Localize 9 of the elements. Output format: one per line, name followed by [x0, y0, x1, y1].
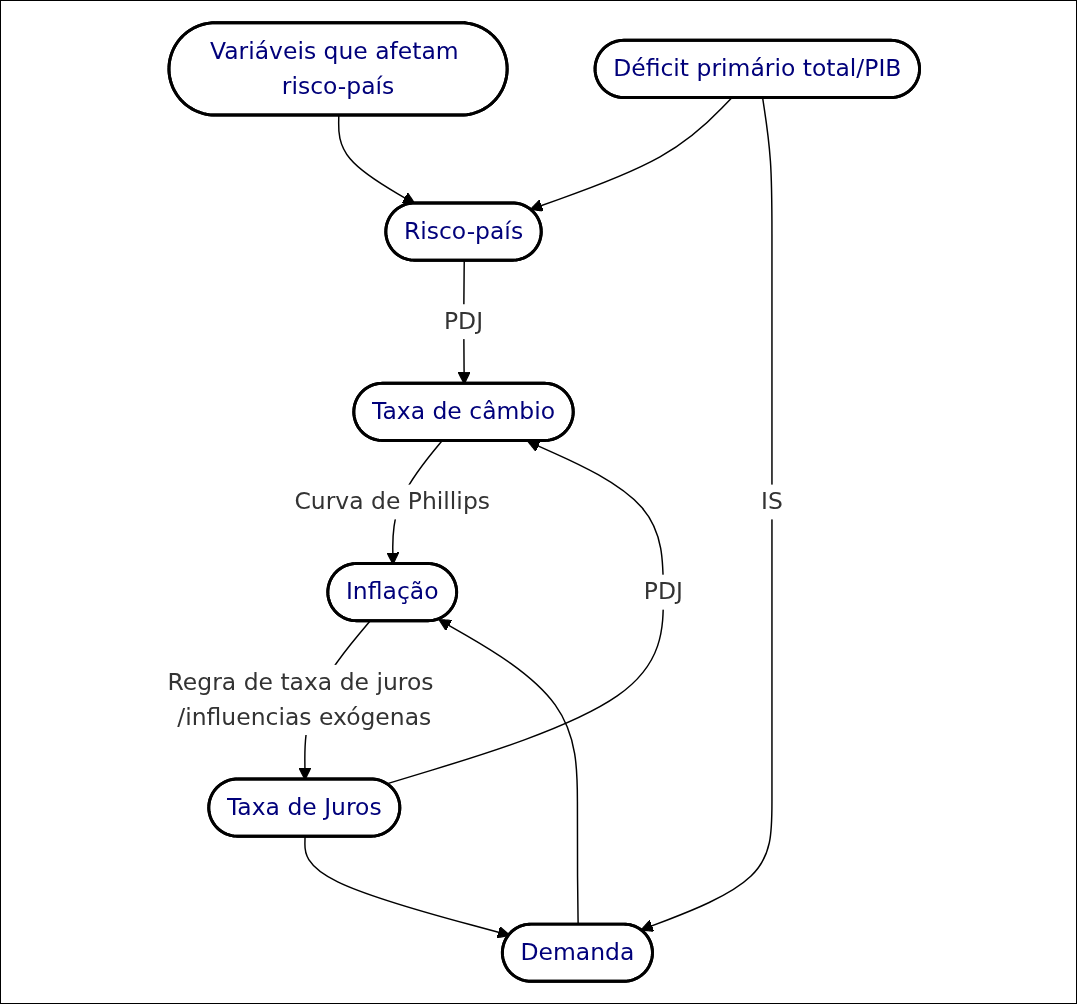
edge-label: IS — [760, 487, 783, 516]
edge-label: Curva de Phillips — [294, 487, 490, 516]
edge-label: PDJ — [643, 577, 683, 606]
arrow — [640, 97, 773, 932]
arrow — [337, 115, 416, 205]
arrow — [304, 836, 511, 939]
edge-label: Regra de taxa de juros /influencias exógenas — [167, 667, 434, 731]
edge-label: PDJ — [443, 307, 483, 335]
arrow — [529, 97, 732, 212]
